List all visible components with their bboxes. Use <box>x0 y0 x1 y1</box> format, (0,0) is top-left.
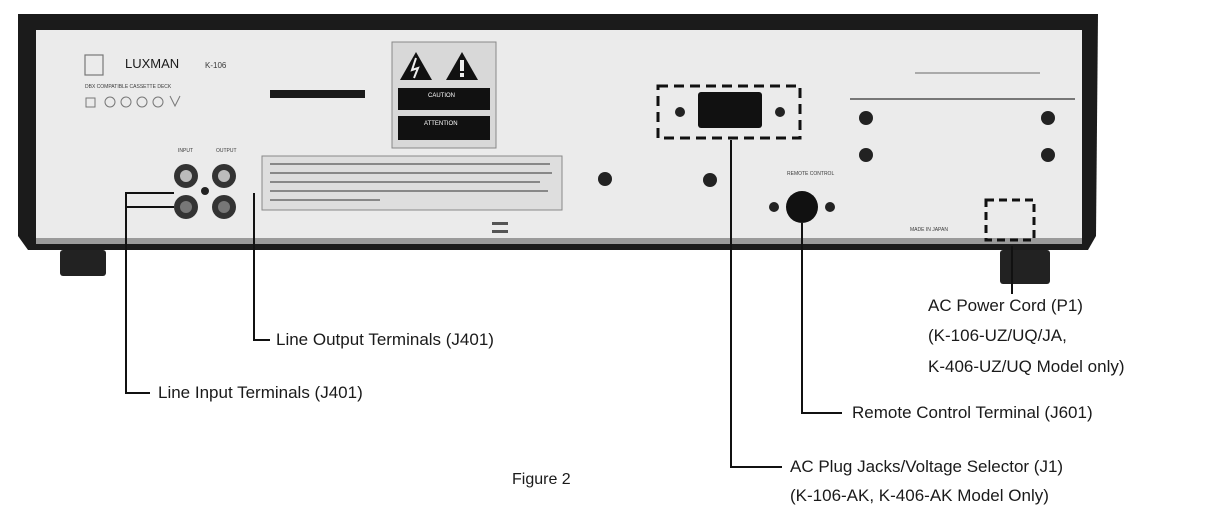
screw <box>598 172 612 186</box>
right-screws <box>859 111 1055 162</box>
warning-sticker: CAUTION ATTENTION <box>391 41 497 149</box>
screw <box>703 173 717 187</box>
line-input-callout: Line Input Terminals (J401) <box>158 383 363 402</box>
input-label: INPUT <box>178 148 193 154</box>
leader-line-input <box>125 207 150 394</box>
line-input-terminals <box>174 164 198 219</box>
output-label: OUTPUT <box>216 148 237 154</box>
certification-icons <box>85 95 181 108</box>
ac-power-cord-callout-line3: K-406-UZ/UQ Model only) <box>928 357 1125 376</box>
leader-line-input-bracket <box>125 192 174 208</box>
ac-plug-callout-line2: (K-106-AK, K-406-AK Model Only) <box>790 486 1049 505</box>
remote-label: REMOTE CONTROL <box>787 171 834 177</box>
remote-terminal-jack <box>786 191 818 223</box>
faceplate-bottom-edge <box>36 238 1082 244</box>
left-foot <box>60 250 106 276</box>
leader-line-ac-plug <box>730 140 782 468</box>
screw <box>675 107 685 117</box>
figure-caption: Figure 2 <box>512 471 571 488</box>
brand-text: LUXMAN <box>125 56 179 71</box>
voltage-instruction-sticker <box>261 155 563 211</box>
ac-power-cord-callout-line2: (K-106-UZ/UQ/JA, <box>928 326 1067 345</box>
leader-line-output <box>253 193 270 341</box>
ac-plug-jack <box>698 92 762 128</box>
shock-warning-icon <box>400 52 432 80</box>
ac-plug-outline <box>656 84 802 140</box>
made-in-label: MADE IN JAPAN <box>910 227 948 233</box>
model-text: K-106 <box>205 61 227 70</box>
leader-line-remote <box>801 223 842 414</box>
caution-text: CAUTION <box>428 93 455 99</box>
vent-slot <box>492 222 508 225</box>
label-slot <box>270 90 365 98</box>
luxman-logo-icon <box>84 54 104 76</box>
line-output-callout: Line Output Terminals (J401) <box>276 330 494 349</box>
ac-power-cord-callout-line1: AC Power Cord (P1) <box>928 296 1083 315</box>
line-output-terminals <box>212 164 236 219</box>
right-foot <box>1000 250 1050 284</box>
power-cord-outline <box>984 198 1036 242</box>
screw <box>775 107 785 117</box>
leader-lines <box>125 140 1013 468</box>
vent-slot <box>492 230 508 233</box>
ac-plug-callout-line1: AC Plug Jacks/Voltage Selector (J1) <box>790 457 1063 476</box>
remote-terminal-callout: Remote Control Terminal (J601) <box>852 403 1093 422</box>
subtitle-text: DBX COMPATIBLE CASSETTE DECK <box>85 84 172 90</box>
attention-text: ATTENTION <box>424 121 458 127</box>
